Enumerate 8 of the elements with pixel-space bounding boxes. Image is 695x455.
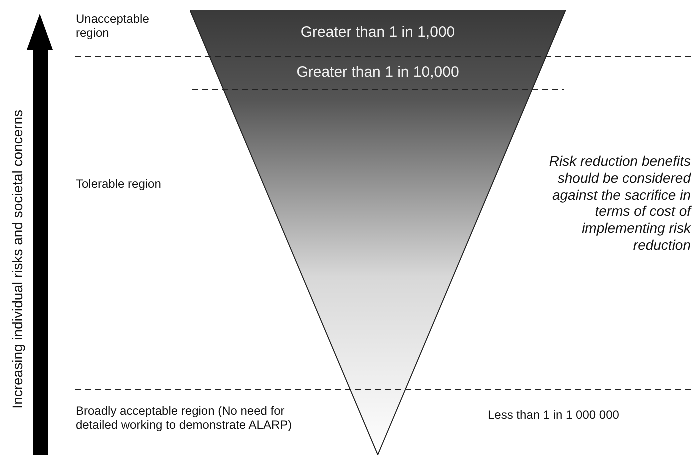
risk-level-text: Greater than 1 in 1,000 <box>300 24 456 42</box>
region-label: Broadly acceptable region (No need for detailed working to demonstrate ALARP) <box>76 404 294 433</box>
axis-label: Increasing individual risks and societal concerns <box>10 109 26 411</box>
threshold-text: Less than 1 in 1 000 000 <box>488 408 620 422</box>
region-label: Unacceptable region <box>76 12 150 41</box>
region-label: Tolerable region <box>76 177 162 192</box>
note-text: Risk reduction benefits should be considered against the sacrifice in terms of cost of implementing risk reduction <box>548 153 691 254</box>
risk-level-text: Greater than 1 in 10,000 <box>296 64 460 82</box>
